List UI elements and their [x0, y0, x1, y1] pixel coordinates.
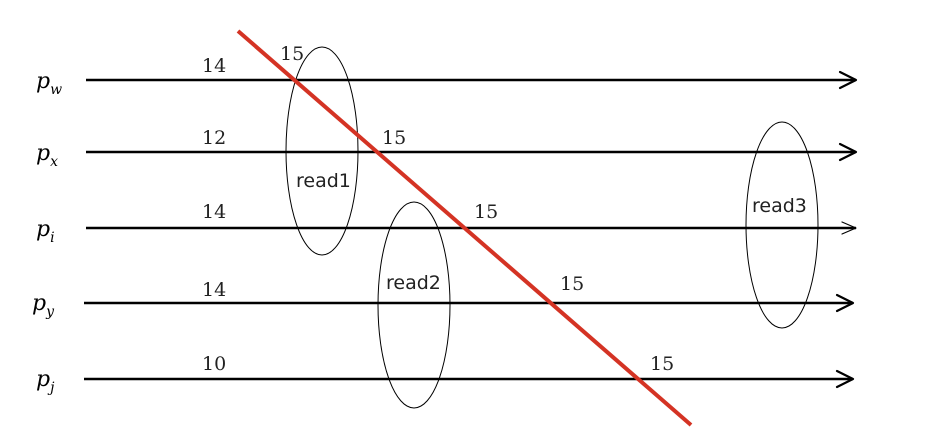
value-before-i: 14 — [202, 201, 226, 223]
read3-ellipse — [745, 121, 819, 329]
read2-group: read2 — [377, 201, 451, 409]
value-after-w: 15 — [280, 43, 304, 65]
consistent-cut-line — [236, 29, 693, 427]
read2-label: read2 — [386, 272, 441, 294]
value-before-w: 14 — [202, 55, 226, 77]
read2-ellipse — [377, 201, 451, 409]
read3-group: read3 — [745, 121, 819, 329]
process-row-i: pi 14 15 — [36, 201, 857, 246]
process-label-i: pi — [36, 217, 55, 246]
value-after-i: 15 — [474, 201, 498, 223]
process-row-y: py 14 15 — [32, 273, 855, 320]
arrowhead-y — [835, 293, 855, 313]
process-row-w: pw 14 15 — [36, 43, 858, 98]
process-row-j: pj 10 15 — [36, 353, 855, 396]
value-after-y: 15 — [560, 273, 584, 295]
arrowhead-x — [838, 142, 858, 162]
arrowhead-j — [835, 369, 855, 389]
read1-ellipse — [285, 46, 359, 256]
process-label-y: py — [32, 291, 55, 320]
read1-label: read1 — [296, 170, 351, 192]
read1-group: read1 — [285, 46, 359, 256]
value-after-j: 15 — [650, 353, 674, 375]
arrowhead-i — [841, 221, 857, 235]
value-after-x: 15 — [382, 127, 406, 149]
value-before-x: 12 — [202, 127, 226, 149]
process-label-w: pw — [36, 69, 62, 98]
value-before-y: 14 — [202, 279, 226, 301]
read3-label: read3 — [752, 195, 807, 217]
process-label-x: px — [36, 141, 58, 170]
arrowhead-w — [838, 70, 858, 90]
value-before-j: 10 — [202, 353, 226, 375]
process-label-j: pj — [36, 367, 55, 396]
process-row-x: px 12 15 — [36, 127, 858, 170]
